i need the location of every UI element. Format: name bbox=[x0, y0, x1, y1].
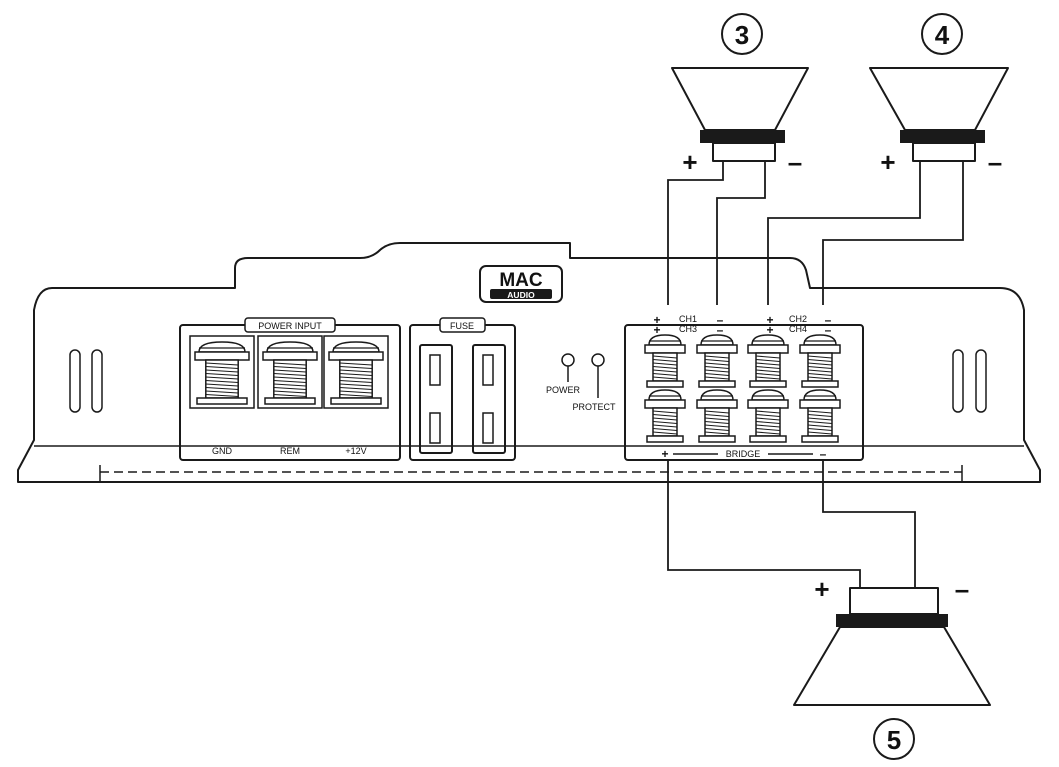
power-label-rem: REM bbox=[280, 446, 300, 456]
power-label-12v: +12V bbox=[345, 446, 366, 456]
terminal-rem-frame bbox=[257, 335, 323, 409]
power-terminals bbox=[189, 335, 389, 409]
speaker-4 bbox=[869, 67, 1009, 162]
amplifier-chassis bbox=[17, 242, 1041, 483]
speaker-terminal-bottom-1 bbox=[644, 389, 686, 443]
speaker-terminal-bottom-3 bbox=[747, 389, 789, 443]
speaker-terminal-panel bbox=[624, 324, 864, 461]
ch1-label: CH1 bbox=[679, 314, 697, 324]
ch1-plus: + bbox=[653, 313, 660, 327]
ch4-plus: + bbox=[766, 323, 773, 337]
ch3-plus: + bbox=[653, 323, 660, 337]
mac-audio-logo: MAC AUDIO bbox=[479, 265, 563, 303]
speaker-5-minus: – bbox=[955, 574, 969, 604]
wire-speaker3-minus bbox=[716, 160, 766, 305]
bridge-plus: + bbox=[661, 447, 668, 461]
fuse-panel: FUSE bbox=[409, 317, 516, 461]
fuse-holder-left bbox=[419, 344, 453, 454]
wire-speaker4-plus bbox=[767, 160, 921, 305]
wire-speaker5-plus bbox=[667, 460, 861, 588]
logo-text-mac: MAC bbox=[499, 270, 543, 291]
terminal-12v-frame bbox=[323, 335, 389, 409]
speaker-terminal-top-3 bbox=[747, 334, 789, 388]
speaker-4-minus: – bbox=[988, 147, 1002, 177]
vent-slots-left bbox=[69, 349, 103, 413]
power-label-gnd: GND bbox=[212, 446, 233, 456]
terminal-rem bbox=[262, 341, 318, 405]
ch3-minus: – bbox=[717, 323, 724, 337]
speaker-4-plus: + bbox=[880, 147, 895, 177]
power-led-label: POWER bbox=[546, 385, 581, 395]
speaker-4-number-badge: 4 bbox=[921, 13, 963, 55]
fuse-holder-right bbox=[472, 344, 506, 454]
speaker-5-plus: + bbox=[814, 574, 829, 604]
fuse-title: FUSE bbox=[450, 321, 474, 331]
ch3-label: CH3 bbox=[679, 324, 697, 334]
terminal-gnd bbox=[194, 341, 250, 405]
speaker-terminal-top-2 bbox=[696, 334, 738, 388]
speaker-3 bbox=[671, 67, 809, 162]
speaker-3-number: 3 bbox=[735, 20, 749, 50]
ch2-label: CH2 bbox=[789, 314, 807, 324]
speaker-5-number-badge: 5 bbox=[873, 718, 915, 760]
ch1-minus: – bbox=[717, 313, 724, 327]
speaker-5 bbox=[793, 587, 991, 706]
speaker-terminal-top-1 bbox=[644, 334, 686, 388]
speaker-5-number: 5 bbox=[887, 725, 901, 755]
logo-text-audio: AUDIO bbox=[507, 290, 535, 300]
speaker-3-minus: – bbox=[788, 147, 802, 177]
wires bbox=[667, 160, 964, 588]
wire-speaker4-minus bbox=[822, 160, 964, 305]
ch2-minus: – bbox=[825, 313, 832, 327]
ch4-label: CH4 bbox=[789, 324, 807, 334]
speaker-terminal-bottom-2 bbox=[696, 389, 738, 443]
vent-slots-right bbox=[952, 349, 987, 413]
terminal-12v bbox=[328, 341, 384, 405]
protect-led-label: PROTECT bbox=[572, 402, 616, 412]
power-led bbox=[561, 353, 575, 382]
terminal-gnd-frame bbox=[189, 335, 255, 409]
ch2-plus: + bbox=[766, 313, 773, 327]
power-input-title: POWER INPUT bbox=[258, 321, 322, 331]
bridge-label: BRIDGE bbox=[726, 449, 761, 459]
speaker-terminal-bottom-4 bbox=[799, 389, 841, 443]
wire-speaker5-minus bbox=[822, 460, 916, 588]
speaker-terminals bbox=[644, 334, 841, 443]
wire-speaker3-plus bbox=[667, 160, 724, 305]
speaker-3-plus: + bbox=[682, 147, 697, 177]
ch4-minus: – bbox=[825, 323, 832, 337]
speaker-4-number: 4 bbox=[935, 20, 950, 50]
speaker-terminal-top-4 bbox=[799, 334, 841, 388]
protect-led bbox=[591, 353, 605, 398]
bridge-minus: – bbox=[820, 447, 827, 461]
speaker-3-number-badge: 3 bbox=[721, 13, 763, 55]
power-input-panel: POWER INPUT bbox=[179, 317, 401, 461]
